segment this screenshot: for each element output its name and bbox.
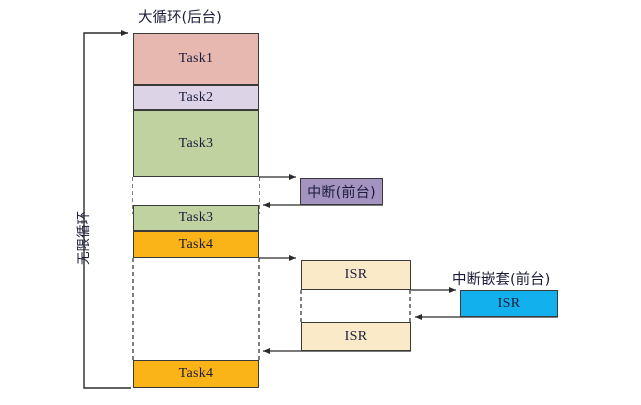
block-task4-first[interactable]: Task4 (133, 231, 259, 258)
label-infinite-loop: 无限循环 (76, 211, 92, 265)
infinite-loop-arrow (83, 30, 131, 389)
block-task2[interactable]: Task2 (133, 85, 259, 110)
block-task3-long[interactable]: Task3 (133, 110, 259, 177)
block-task3-resume[interactable]: Task3 (133, 205, 259, 231)
label-background-loop: 大循环(后台) (138, 10, 222, 26)
label-interrupt-nested: 中断嵌套(前台) (452, 272, 551, 288)
block-isr-second[interactable]: ISR (301, 322, 411, 351)
block-interrupt-foreground[interactable]: 中断(前台) (300, 178, 383, 205)
block-isr-nested[interactable]: ISR (460, 290, 558, 317)
block-task1[interactable]: Task1 (133, 33, 259, 85)
block-task4-resume[interactable]: Task4 (133, 360, 259, 388)
dashed-guide-isr (300, 290, 411, 322)
block-isr-first[interactable]: ISR (301, 260, 411, 290)
